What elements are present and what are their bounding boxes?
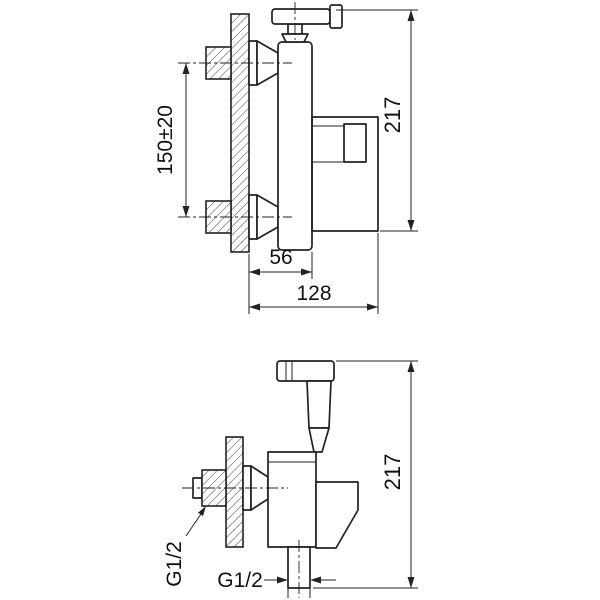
hand-sprayer [276, 360, 335, 453]
dim-outlet-thread-label: G1/2 [217, 569, 263, 592]
dim-mount-spacing-label: 150±20 [154, 105, 177, 175]
dimension-overall-height-top: 217 [336, 9, 418, 232]
dim-wall-to-body-label: 56 [269, 246, 292, 269]
dimension-overall-height-bottom: 217 [313, 360, 418, 589]
dimension-overall-depth: 128 [249, 233, 379, 314]
dimension-mount-spacing: 150±20 [154, 63, 190, 217]
top-view-drawing: 150±20 217 56 [154, 2, 418, 314]
mixer-body [277, 41, 313, 251]
mixer-handle [315, 481, 359, 549]
shower-holder [311, 116, 379, 232]
mixer-body-bottom [267, 451, 359, 549]
lever-handle [271, 4, 343, 43]
wall-plate [230, 13, 250, 253]
dim-overall-height-bottom-label: 217 [380, 454, 405, 491]
dim-inlet-thread-label: G1/2 [163, 541, 186, 587]
dimension-wall-to-body: 56 [248, 246, 313, 314]
bottom-view-drawing: 217 G1/2 G1/2 [163, 360, 418, 598]
dimension-outlet-thread: G1/2 [217, 569, 336, 598]
dimension-inlet-thread: G1/2 [163, 506, 206, 587]
dim-overall-height-top-label: 217 [380, 97, 405, 134]
dim-overall-depth-label: 128 [296, 282, 331, 305]
wall-plate-bottom [225, 436, 244, 548]
